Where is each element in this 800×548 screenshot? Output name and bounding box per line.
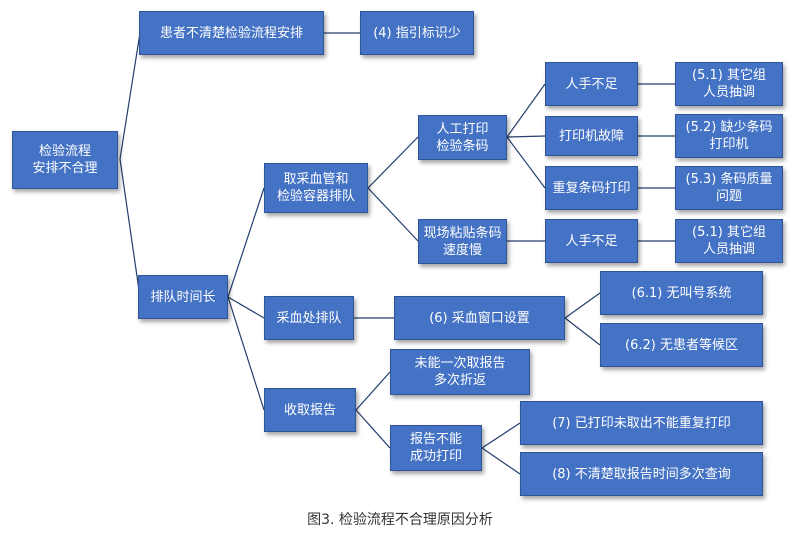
node-collection-queue: 采血处排队 bbox=[264, 296, 354, 340]
node-other-staff-1: (5.1) 其它组 人员抽调 bbox=[675, 62, 783, 106]
node-barcode-quality: (5.3) 条码质量 问题 bbox=[675, 166, 783, 210]
figure-caption: 图3. 检验流程不合理原因分析 bbox=[307, 512, 493, 528]
node-root: 检验流程 安排不合理 bbox=[12, 131, 118, 189]
node-multiple-trips: 未能一次取报告 多次折返 bbox=[390, 349, 530, 395]
node-short-staff-1: 人手不足 bbox=[545, 62, 638, 106]
node-guide-signs: (4) 指引标识少 bbox=[360, 11, 474, 55]
node-tube-prep: 取采血管和 检验容器排队 bbox=[264, 163, 368, 213]
node-manual-print: 人工打印 检验条码 bbox=[418, 115, 507, 160]
node-long-queue: 排队时间长 bbox=[138, 275, 228, 319]
node-window-setup: (6) 采血窗口设置 bbox=[394, 296, 565, 340]
node-no-waiting-area: (6.2) 无患者等候区 bbox=[600, 323, 763, 367]
node-unclear-process: 患者不清楚检验流程安排 bbox=[139, 11, 324, 55]
node-printer-fault: 打印机故障 bbox=[545, 116, 638, 156]
node-slow-labeling: 现场粘贴条码 速度慢 bbox=[418, 219, 507, 264]
node-no-reprint: (7) 已打印未取出不能重复打印 bbox=[520, 401, 763, 445]
node-short-staff-2: 人手不足 bbox=[545, 219, 638, 263]
node-collect-report: 收取报告 bbox=[264, 388, 356, 432]
node-report-fail: 报告不能 成功打印 bbox=[390, 425, 482, 471]
node-other-staff-2: (5.1) 其它组 人员抽调 bbox=[675, 219, 783, 263]
node-no-call-system: (6.1) 无叫号系统 bbox=[600, 271, 763, 315]
node-no-barcode-printer: (5.2) 缺少条码 打印机 bbox=[675, 114, 783, 158]
node-reprint: 重复条码打印 bbox=[545, 166, 638, 210]
node-unclear-time: (8) 不清楚取报告时间多次查询 bbox=[520, 452, 763, 496]
